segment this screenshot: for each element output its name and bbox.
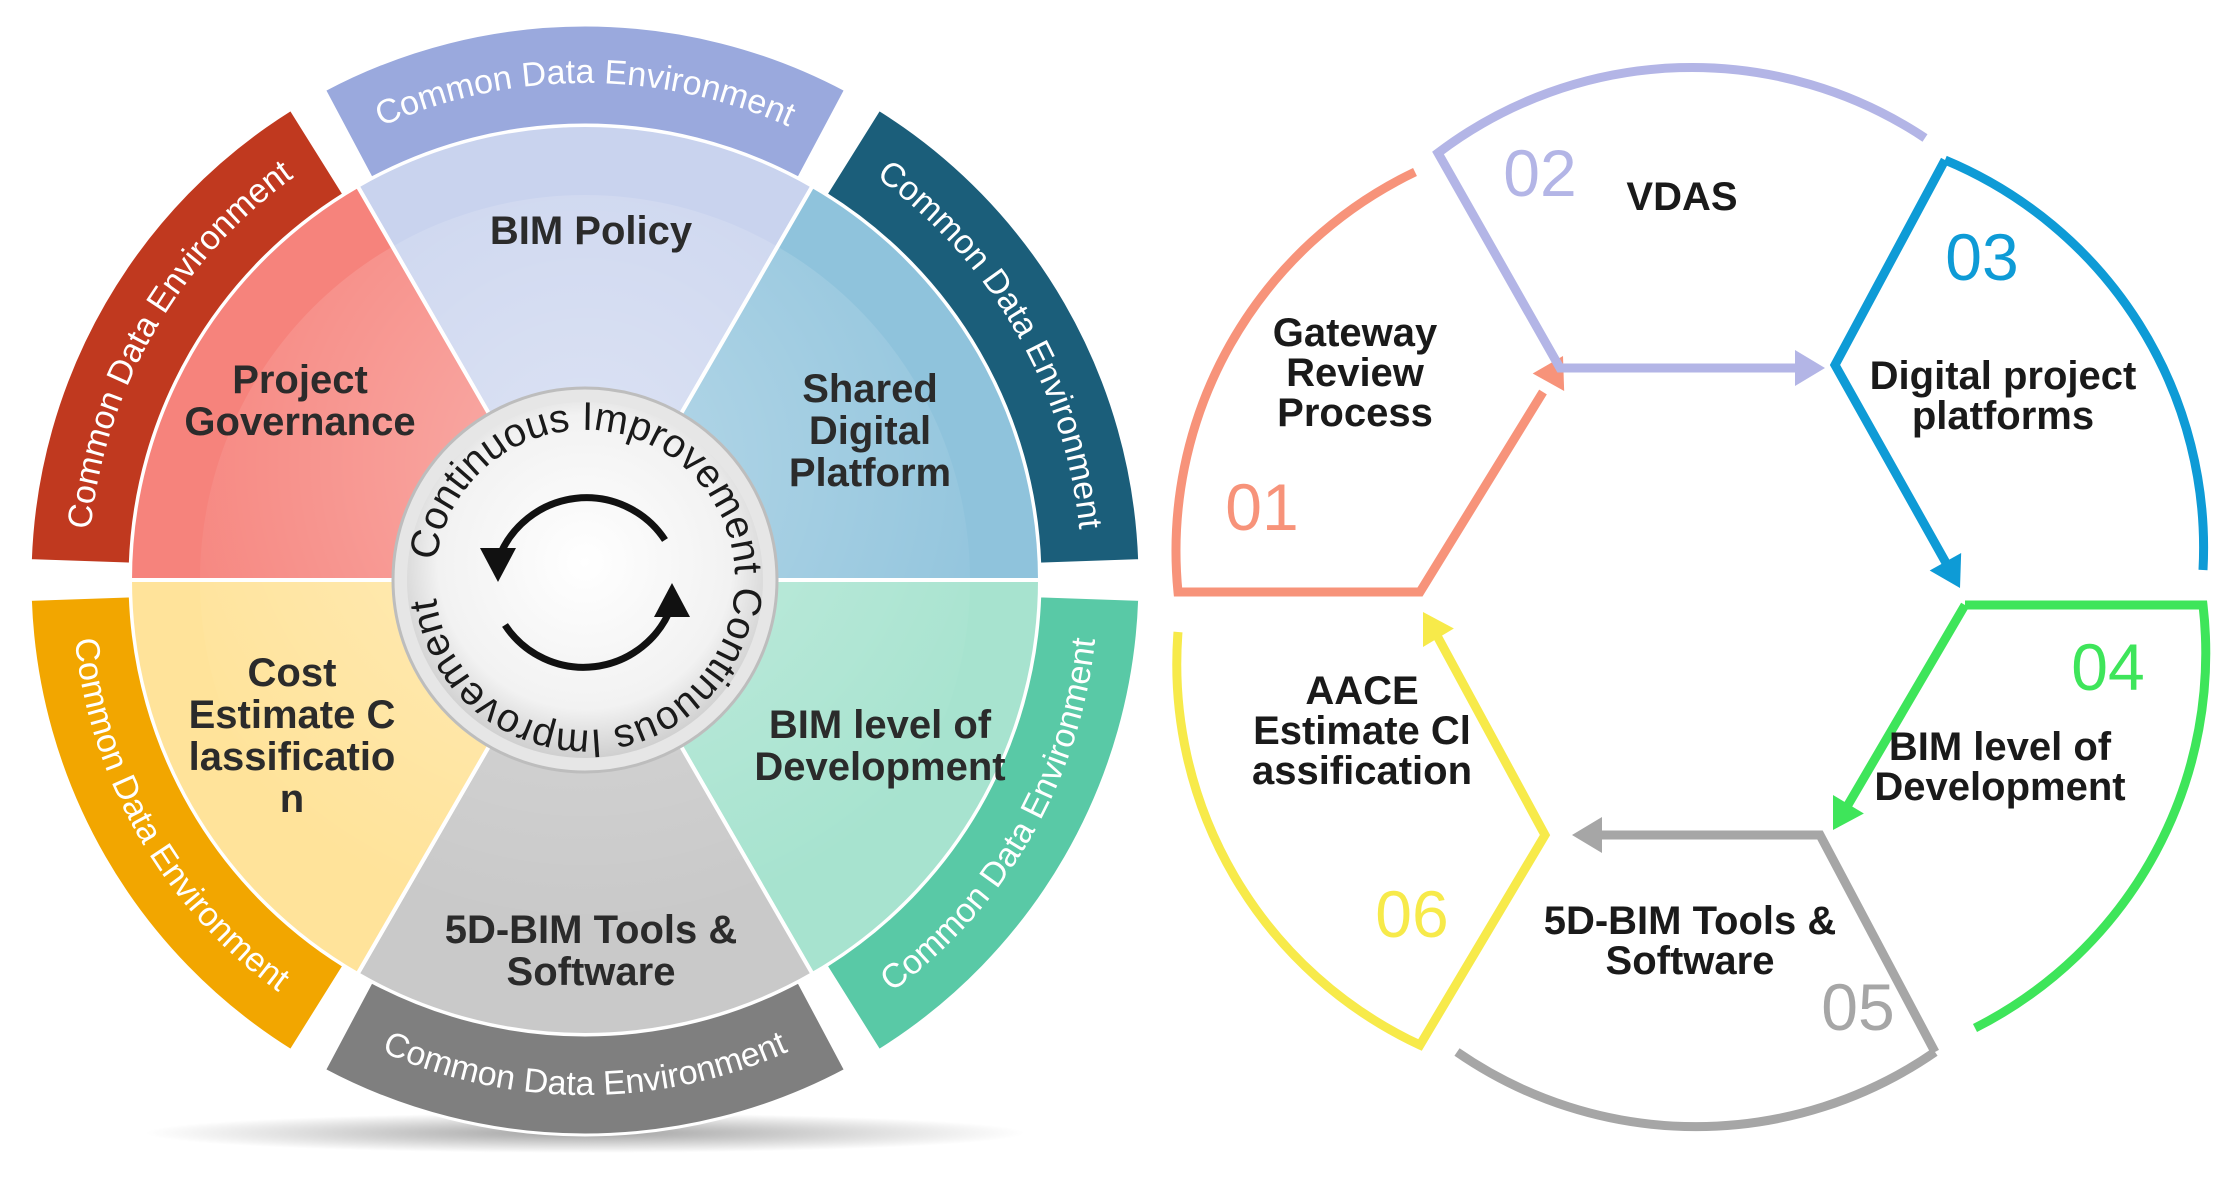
segment-label-line: BIM Policy xyxy=(490,209,693,253)
cycle-arrowhead xyxy=(1572,817,1602,853)
step-label-line: AACE xyxy=(1305,669,1418,713)
step-label-line: platforms xyxy=(1912,394,2094,438)
step-label-line: Estimate Cl xyxy=(1253,709,1471,753)
segment-label-5d-bim-tools: 5D-BIM Tools &Software xyxy=(445,908,738,994)
step-label-line: assification xyxy=(1252,749,1472,793)
segment-label-line: lassificatio xyxy=(189,735,396,779)
step-label-line: Process xyxy=(1277,391,1433,435)
step-label-05: 5D-BIM Tools &Software xyxy=(1544,899,1837,983)
cycle-step-shape-01 xyxy=(1171,167,1547,597)
cde-rim-band xyxy=(322,979,848,1137)
cycle-arrowhead xyxy=(1929,553,1962,588)
segment-label-line: Platform xyxy=(789,451,951,495)
cycle-step-shape-05 xyxy=(1454,830,1939,1132)
segment-label-line: n xyxy=(280,777,304,821)
cycle-arrowhead xyxy=(1833,795,1864,830)
step-label-line: 5D-BIM Tools & xyxy=(1544,899,1837,943)
step-label-line: BIM level of xyxy=(1889,725,2112,769)
step-label-line: Review xyxy=(1286,351,1425,395)
cycle-step-shape-02 xyxy=(1432,62,1928,373)
center-circle xyxy=(407,402,763,758)
step-number-06: 06 xyxy=(1375,877,1448,951)
step-number-03: 03 xyxy=(1945,220,2018,294)
segment-label-line: Digital xyxy=(809,409,931,453)
cde-rim-band xyxy=(824,594,1142,1053)
step-label-02: VDAS xyxy=(1626,175,1737,219)
segment-label-line: Estimate C xyxy=(189,693,396,737)
segment-label-line: Development xyxy=(754,745,1005,789)
refresh-cycle-icon xyxy=(480,494,690,671)
cde-rim-band xyxy=(824,107,1142,566)
step-number-04: 04 xyxy=(2071,630,2144,704)
step-label-line: Development xyxy=(1874,765,2125,809)
segment-label-line: 5D-BIM Tools & xyxy=(445,908,738,952)
segment-label-bim-policy: BIM Policy xyxy=(490,209,693,253)
segment-label-line: Software xyxy=(507,950,676,994)
cycle-step-shape-03 xyxy=(1829,155,2209,573)
step-label-line: Digital project xyxy=(1870,354,2137,398)
segment-label-line: BIM level of xyxy=(769,703,992,747)
segment-label-line: Cost xyxy=(248,651,337,695)
cde-rim-band xyxy=(28,594,346,1053)
cde-rim-band xyxy=(28,107,346,566)
cde-rim-band xyxy=(322,23,848,181)
step-label-line: VDAS xyxy=(1626,175,1737,219)
cycle-step-shape-06 xyxy=(1172,629,1551,1051)
step-number-02: 02 xyxy=(1503,136,1576,210)
step-number-05: 05 xyxy=(1821,970,1894,1044)
segment-label-line: Shared xyxy=(802,367,938,411)
segment-label-line: Project xyxy=(232,358,368,402)
step-label-line: Gateway xyxy=(1273,311,1438,355)
step-number-01: 01 xyxy=(1225,470,1298,544)
step-label-line: Software xyxy=(1606,939,1775,983)
cycle-arrowhead xyxy=(1423,612,1454,647)
cycle-arrowhead xyxy=(1795,350,1825,386)
cycle-step-shape-04 xyxy=(1841,600,2211,1033)
segment-label-line: Governance xyxy=(184,400,415,444)
